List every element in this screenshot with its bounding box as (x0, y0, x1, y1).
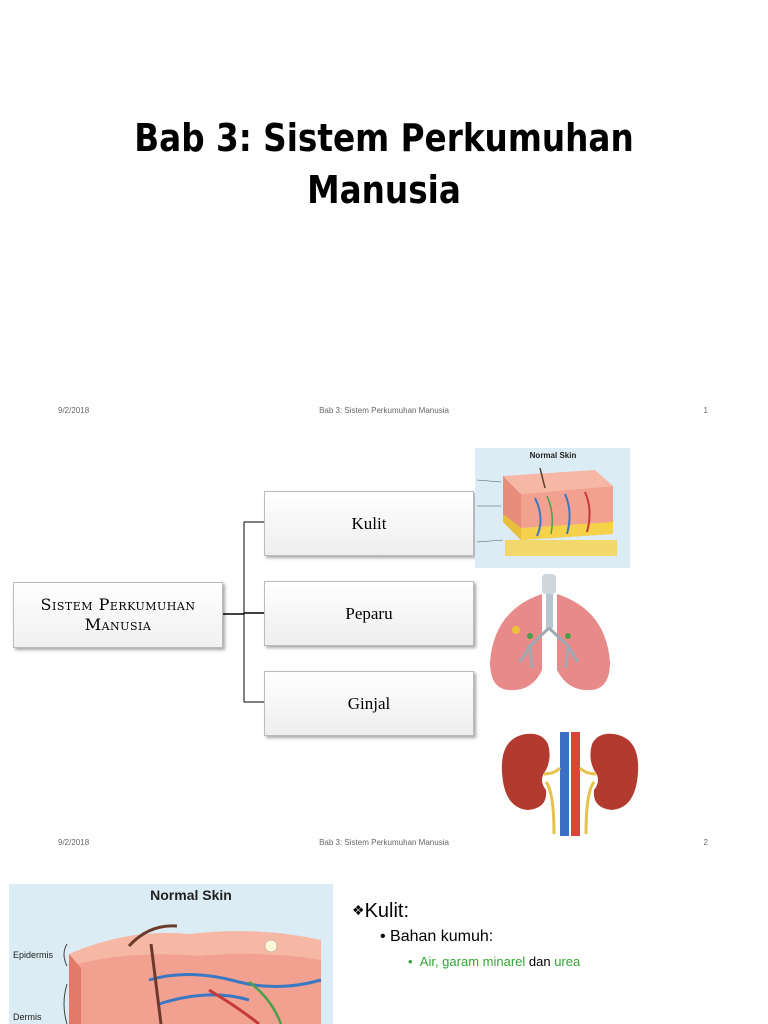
substance-connector: dan (525, 954, 554, 969)
node-ginjal: Ginjal (264, 671, 474, 736)
bullet-substances: • Air, garam minarel dan urea (408, 954, 580, 969)
slide-1: Bab 3: Sistem Perkumuhan Manusia 9/2/201… (0, 0, 768, 432)
skin-image-title: Normal Skin (530, 451, 577, 460)
label-dermis: Dermis (13, 1012, 42, 1022)
footer-title: Bab 3: Sistem Perkumuhan Manusia (0, 838, 768, 847)
slide-2: Sistem Perkumuhan Manusia Kulit Peparu G… (0, 432, 768, 864)
root-box-sistem-perkumuhan: Sistem Perkumuhan Manusia (13, 582, 223, 648)
footer-title: Bab 3: Sistem Perkumuhan Manusia (0, 406, 768, 415)
substance-air-garam: Air, garam minarel (420, 954, 525, 969)
lungs-illustration (480, 570, 620, 704)
kidneys-illustration (498, 728, 643, 838)
node-kulit: Kulit (264, 491, 474, 556)
footer-page-number: 2 (704, 838, 708, 847)
footer-page-number: 1 (704, 406, 708, 415)
diamond-bullet-icon: ❖ (352, 902, 365, 918)
skin-illustration-large: Normal Skin Epidermis Dermis (9, 884, 333, 1024)
node-peparu: Peparu (264, 581, 474, 646)
slide-3: Normal Skin Epidermis Dermis ❖Kulit: • B… (0, 864, 768, 1024)
substance-urea: urea (554, 954, 580, 969)
bullet-kulit-text: Kulit: (365, 900, 409, 922)
skin-illustration: Normal Skin (475, 448, 630, 568)
bullet-bahan-kumuh: • Bahan kumuh: (380, 928, 493, 946)
bullet-bahan-kumuh-text: Bahan kumuh: (390, 928, 493, 945)
bullet-dot-icon: • (380, 928, 390, 945)
title-line-1: Bab 3: Sistem Perkumuhan (54, 112, 714, 164)
slide-title: Bab 3: Sistem Perkumuhan Manusia (54, 112, 714, 216)
skin-image-title: Normal Skin (150, 887, 232, 903)
title-line-2: Manusia (54, 164, 714, 216)
root-label-line-1: Sistem Perkumuhan (41, 595, 196, 615)
label-epidermis: Epidermis (13, 950, 54, 960)
bullet-kulit: ❖Kulit: (352, 900, 409, 923)
root-label-line-2: Manusia (41, 615, 196, 635)
bullet-dot-icon: • (408, 954, 420, 969)
